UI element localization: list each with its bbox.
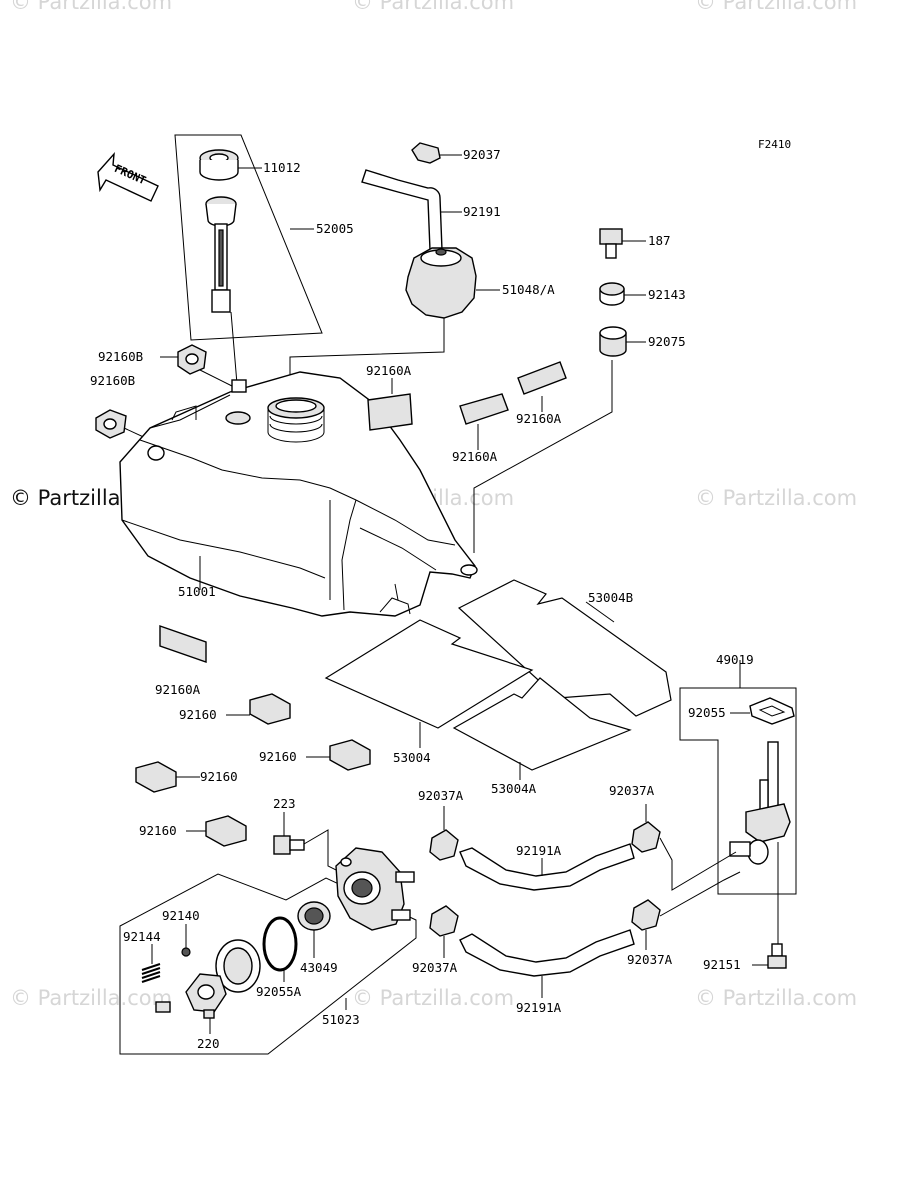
bolt-92151-icon: [752, 943, 787, 969]
part-label-92144: 92144: [123, 929, 161, 944]
part-label-92037A-4: 92037A: [627, 952, 673, 967]
part-label-11012: 11012: [263, 160, 301, 175]
watermark-bottom-left: © Partzilla.com: [10, 986, 172, 1010]
part-label-92160A-3: 92160A: [516, 411, 562, 426]
fuel-hose-upper-icon: [459, 837, 737, 891]
part-label-92037: 92037: [463, 147, 501, 162]
part-label-43049: 43049: [300, 960, 338, 975]
clamp-92037-icon: [411, 142, 462, 164]
sheet-53004-icon: [324, 619, 534, 748]
part-label-92143: 92143: [648, 287, 686, 302]
clip-92160-1-icon: [226, 693, 291, 725]
clamp-92037A-1-icon: [429, 806, 459, 861]
fuel-gauge-group: [174, 134, 323, 397]
clamp-92037A-4-icon: [631, 899, 661, 950]
damper-92075-icon: [473, 326, 646, 553]
clip-92160-2-icon: [306, 739, 371, 771]
part-label-92055: 92055: [688, 705, 726, 720]
part-label-92191A-1: 92191A: [516, 843, 562, 858]
fuel-cock-group: [679, 660, 797, 944]
vacuum-valve-group: [119, 847, 417, 1055]
part-label-51048A: 51048/A: [502, 282, 555, 297]
part-label-92075: 92075: [648, 334, 686, 349]
watermark-bottom-right: © Partzilla.com: [695, 986, 857, 1010]
fuel-cock-icon: [767, 741, 779, 813]
part-label-92160A-4: 92160A: [155, 682, 201, 697]
bolt-187-icon: [599, 228, 646, 259]
sheet-53004B-icon: [457, 579, 672, 717]
damper-92160B-lower-icon: [95, 409, 151, 441]
part-label-49019: 49019: [716, 652, 754, 667]
fuel-hose-lower-icon: [459, 871, 741, 998]
part-label-92140: 92140: [162, 908, 200, 923]
watermark-top-center: © Partzilla.com: [352, 0, 514, 14]
watermark-bottom-center: © Partzilla.com: [352, 986, 514, 1010]
watermark-top-left: © Partzilla.com: [10, 0, 172, 14]
part-label-53004B: 53004B: [588, 590, 633, 605]
clip-92160-4-icon: [186, 815, 247, 847]
part-label-187: 187: [648, 233, 671, 248]
clamp-92037A-3-icon: [429, 905, 459, 958]
diagram-code: F2410: [758, 138, 791, 151]
part-label-220: 220: [197, 1036, 220, 1051]
part-label-92055A: 92055A: [256, 984, 302, 999]
pad-92160A-2-icon: [459, 393, 509, 450]
part-label-52005: 52005: [316, 221, 354, 236]
watermark-top-right: © Partzilla.com: [695, 0, 857, 14]
damper-92160B-upper-icon: [160, 344, 233, 387]
part-label-92037A-1: 92037A: [418, 788, 464, 803]
part-label-92160A-2: 92160A: [452, 449, 498, 464]
part-label-92037A-2: 92037A: [609, 783, 655, 798]
part-label-51023: 51023: [322, 1012, 360, 1027]
breather-hose-icon: [361, 169, 462, 251]
part-label-92160-2: 92160: [259, 749, 297, 764]
pad-92160A-1-icon: [367, 378, 413, 431]
part-label-92160-3: 92160: [200, 769, 238, 784]
part-label-53004A: 53004A: [491, 781, 537, 796]
fuel-cap-icon: [289, 247, 500, 394]
watermark-mid-right: © Partzilla.com: [695, 486, 857, 510]
part-label-92191: 92191: [463, 204, 501, 219]
part-label-92191A-2: 92191A: [516, 1000, 562, 1015]
fuel-tank-icon: [119, 371, 478, 617]
pad-92160A-3-icon: [517, 361, 567, 412]
fuel-cock-box: [679, 687, 797, 895]
part-label-92160A-1: 92160A: [366, 363, 412, 378]
part-label-92160-4: 92160: [139, 823, 177, 838]
part-label-53004: 53004: [393, 750, 431, 765]
part-label-223: 223: [273, 796, 296, 811]
collar-92143-icon: [599, 282, 646, 306]
top-watermarks: © Partzilla.com © Partzilla.com © Partzi…: [10, 0, 857, 14]
part-label-92037A-3: 92037A: [412, 960, 458, 975]
part-label-92160B-2: 92160B: [90, 373, 135, 388]
part-label-51001: 51001: [178, 584, 216, 599]
part-label-92151: 92151: [703, 957, 741, 972]
pad-92160A-4-icon: [159, 625, 207, 663]
vacuum-valve-box: [119, 873, 417, 1055]
part-label-92160B-1: 92160B: [98, 349, 143, 364]
front-arrow-icon: FRONT: [97, 151, 159, 202]
part-label-92160-1: 92160: [179, 707, 217, 722]
clamp-92037A-2-icon: [631, 804, 661, 853]
fuel-gauge-box: [174, 134, 323, 341]
sheet-53004A-icon: [452, 677, 632, 780]
clip-92160-3-icon: [135, 761, 200, 793]
